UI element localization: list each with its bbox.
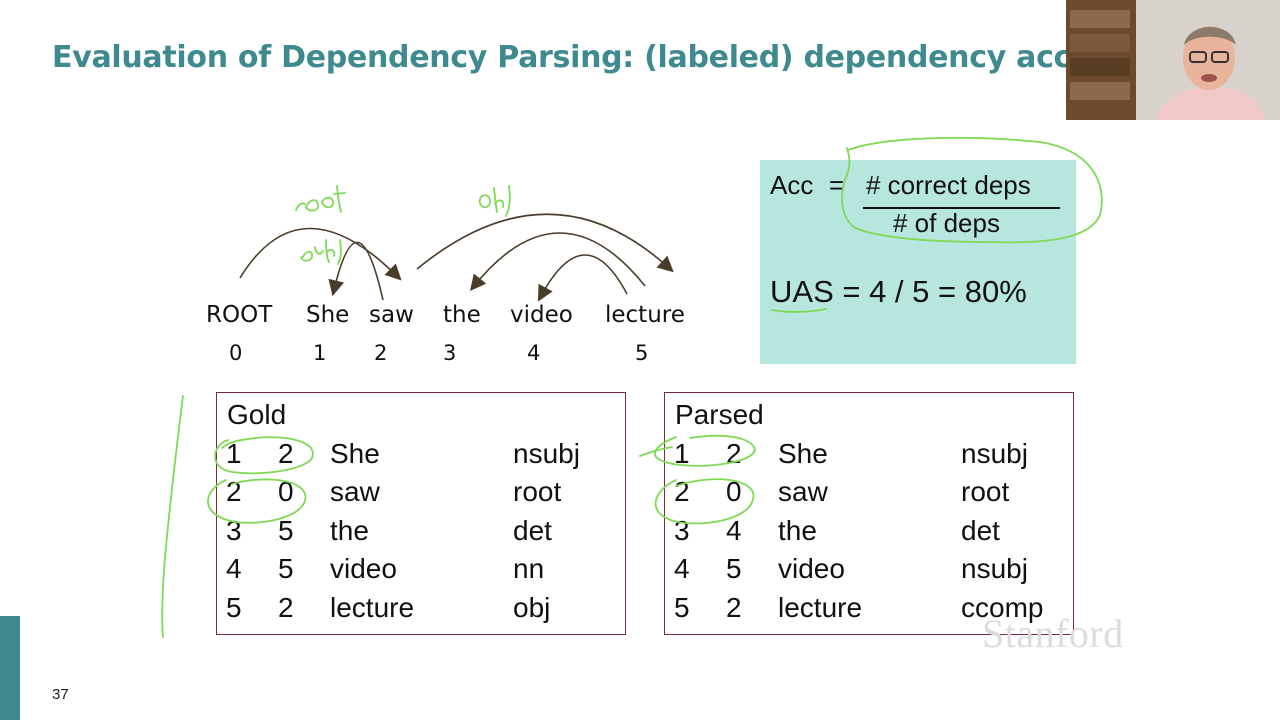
gold-row3-label: det	[513, 514, 552, 546]
presenter-video	[1066, 0, 1280, 120]
page-number: 37	[52, 686, 69, 703]
arc-saw-to-lecture	[416, 213, 674, 273]
gold-row4-word: video	[330, 553, 397, 585]
word-saw: saw	[369, 302, 414, 328]
gold-row5-label: obj	[513, 591, 551, 623]
gold-row4-dependent: 4	[226, 553, 242, 585]
parsed-row1-head: 2	[726, 438, 742, 469]
parsed-row4-word: video	[778, 553, 845, 585]
word-lecture: lecture	[605, 302, 685, 328]
stanford-watermark: Stanford	[982, 611, 1124, 656]
parsed-row1-word: She	[778, 438, 828, 469]
acc-label: Acc	[770, 170, 814, 200]
gold-row1-word: She	[330, 438, 380, 469]
parsed-row2-label: root	[961, 476, 1010, 508]
gold-row4-head: 5	[278, 553, 294, 585]
gold-row2-dependent: 2	[226, 476, 242, 508]
arc-lecture-to-the	[469, 232, 646, 291]
fraction-denominator: # of deps	[893, 208, 1000, 238]
parsed-row2-word: saw	[778, 476, 828, 508]
index-3: 3	[443, 341, 457, 365]
index-4: 4	[527, 341, 541, 365]
parsed-row5-word: lecture	[778, 591, 863, 623]
parsed-row5-label: ccomp	[961, 591, 1044, 623]
gold-row2-head: 0	[278, 476, 294, 508]
gold-row4-label: nn	[513, 553, 545, 585]
parsed-row2-head: 0	[726, 476, 742, 508]
parsed-row1-dependent: 1	[674, 438, 690, 469]
slide-accent-bar	[0, 616, 20, 720]
index-1: 1	[313, 341, 327, 365]
gold-row1-dependent: 1	[226, 438, 242, 469]
gold-row5-dependent: 5	[226, 591, 242, 623]
arc-root-to-saw	[239, 227, 402, 281]
uas-result: UAS = 4 / 5 = 80%	[770, 274, 1027, 309]
gold-row3-word: the	[330, 514, 369, 546]
gold-row5-word: lecture	[330, 591, 415, 623]
index-5: 5	[635, 341, 649, 365]
gold-table-title: Gold	[227, 399, 287, 430]
parsed-table-title: Parsed	[675, 399, 764, 430]
parsed-row3-dependent: 3	[674, 514, 690, 546]
gold-row1-label: nsubj	[513, 438, 580, 469]
word-the: the	[443, 302, 481, 328]
index-2: 2	[374, 341, 388, 365]
parsed-row4-head: 5	[726, 553, 742, 585]
gold-row3-dependent: 3	[226, 514, 242, 546]
parsed-row3-head: 4	[726, 514, 742, 546]
webcam-overlay	[1066, 0, 1280, 120]
word-she: She	[306, 302, 350, 328]
gold-row1-head: 2	[278, 438, 294, 469]
parsed-row5-dependent: 5	[674, 591, 690, 623]
arc-lecture-to-video	[537, 254, 628, 302]
gold-row3-head: 5	[278, 514, 294, 546]
gold-row2-word: saw	[330, 476, 380, 508]
word-video: video	[510, 302, 573, 328]
parsed-row2-dependent: 2	[674, 476, 690, 508]
parsed-row4-dependent: 4	[674, 553, 690, 585]
word-root: ROOT	[206, 302, 273, 328]
parsed-row3-word: the	[778, 514, 817, 546]
slide-title: Evaluation of Dependency Parsing: (label…	[52, 40, 1072, 75]
parsed-row1-label: nsubj	[961, 438, 1028, 469]
parsed-row4-label: nsubj	[961, 553, 1028, 585]
parsed-row5-head: 2	[726, 591, 742, 623]
parsed-row3-label: det	[961, 514, 1000, 546]
fraction-numerator: # correct deps	[866, 170, 1031, 200]
arc-saw-to-she	[328, 241, 384, 301]
acc-equals: =	[829, 170, 845, 200]
gold-row2-label: root	[513, 476, 562, 508]
index-0: 0	[229, 341, 243, 365]
gold-row5-head: 2	[278, 591, 294, 623]
